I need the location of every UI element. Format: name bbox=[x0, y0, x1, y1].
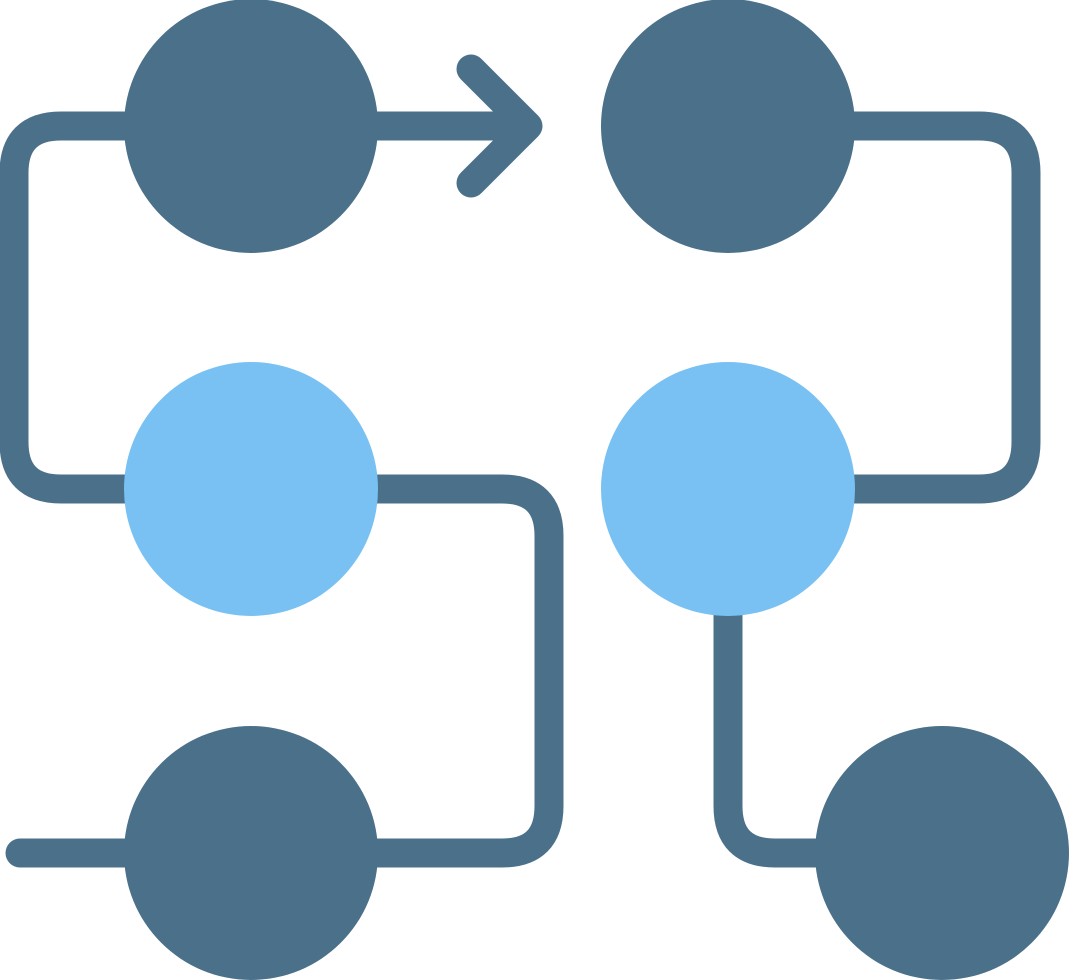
node-bottom-left bbox=[124, 726, 378, 980]
node-top-right bbox=[601, 0, 855, 253]
process-nodes bbox=[124, 0, 1069, 980]
connector-path-right bbox=[713, 111, 1041, 868]
node-bottom-right bbox=[815, 726, 1069, 980]
node-top-left bbox=[124, 0, 378, 253]
arrow-right-icon bbox=[456, 54, 543, 198]
node-middle-left bbox=[124, 362, 378, 616]
node-middle-right bbox=[601, 362, 855, 616]
